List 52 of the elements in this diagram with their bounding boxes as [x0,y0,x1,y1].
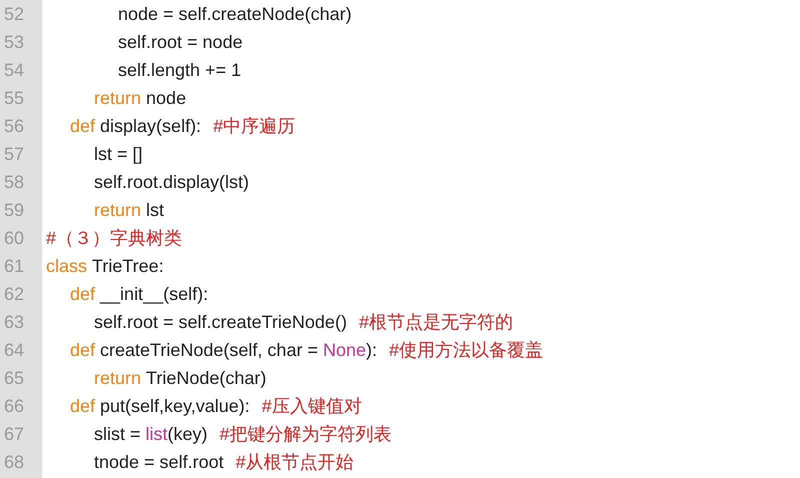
line-number: 59 [4,198,24,222]
code-comment: #从根节点开始 [236,450,354,474]
code-comment: #中序遍历 [213,114,296,138]
line-number: 58 [4,170,24,194]
code-comment: #（３）字典树类 [46,226,182,250]
keyword: return [94,86,142,110]
line-number: 55 [4,86,24,110]
builtin-name: list [146,422,168,446]
code-text: node = self.createNode(char) [118,2,352,26]
code-text: __init__(self): [100,282,208,306]
code-text: self.length += 1 [118,58,242,82]
code-text: display(self): [100,114,202,138]
code-text: node [146,86,186,110]
code-text: lst [146,198,164,222]
line-number: 66 [4,394,24,418]
code-text: self.root = self.createTrieNode() [94,310,347,334]
keyword: def [70,282,96,306]
code-comment: #把键分解为字符列表 [220,422,392,446]
code-comment: #使用方法以备覆盖 [389,338,544,362]
keyword: return [94,366,142,390]
builtin-name: None [322,338,366,362]
code-text: self.root.display(lst) [94,170,250,194]
keyword: return [94,198,142,222]
code-text: TrieTree: [92,254,164,278]
code-text: lst = [] [94,142,143,166]
line-number: 53 [4,30,24,54]
line-number: 64 [4,338,24,362]
line-number: 57 [4,142,24,166]
keyword: class [46,254,88,278]
keyword: def [70,338,96,362]
line-number: 56 [4,114,24,138]
line-number: 54 [4,58,24,82]
code-text: slist = [94,422,141,446]
code-text: put(self,key,value): [100,394,250,418]
code-comment: #压入键值对 [262,394,362,418]
line-number: 62 [4,282,24,306]
line-number: 67 [4,422,24,446]
line-number: 68 [4,450,24,474]
line-number: 63 [4,310,24,334]
code-text: TrieNode(char) [146,366,266,390]
code-text: createTrieNode(self, char = [100,338,318,362]
code-text: (key) [168,422,208,446]
keyword: def [70,114,96,138]
line-number: 61 [4,254,24,278]
line-number: 52 [4,2,24,26]
line-number: 60 [4,226,24,250]
code-comment: #根节点是无字符的 [358,310,513,334]
code-text: ): [366,338,377,362]
code-text: self.root = node [118,30,243,54]
keyword: def [70,394,96,418]
code-text: tnode = self.root [94,450,224,474]
line-number: 65 [4,366,24,390]
